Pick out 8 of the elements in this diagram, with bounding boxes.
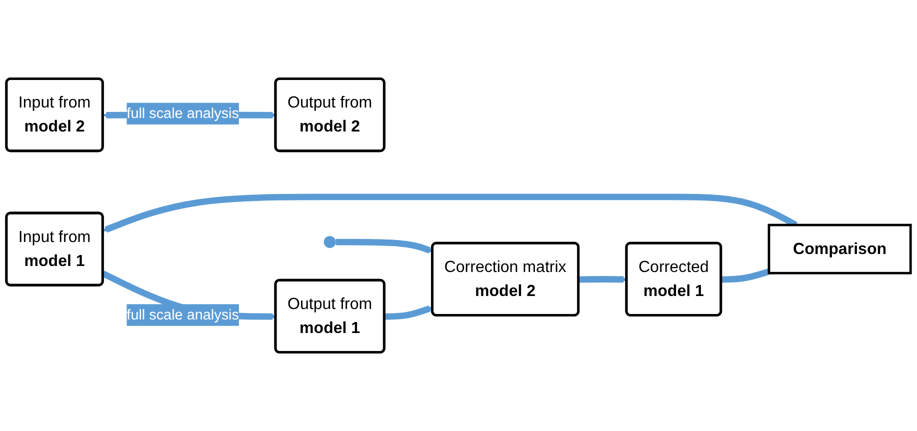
connector — [721, 268, 770, 283]
arrow — [578, 276, 628, 283]
node-box: Comparison — [768, 224, 912, 274]
arrow — [384, 305, 433, 320]
arrow — [336, 238, 433, 254]
edge-label: full scale analysis — [126, 306, 239, 323]
arrow — [102, 194, 798, 233]
edge-label: full scale analysis — [126, 105, 239, 122]
